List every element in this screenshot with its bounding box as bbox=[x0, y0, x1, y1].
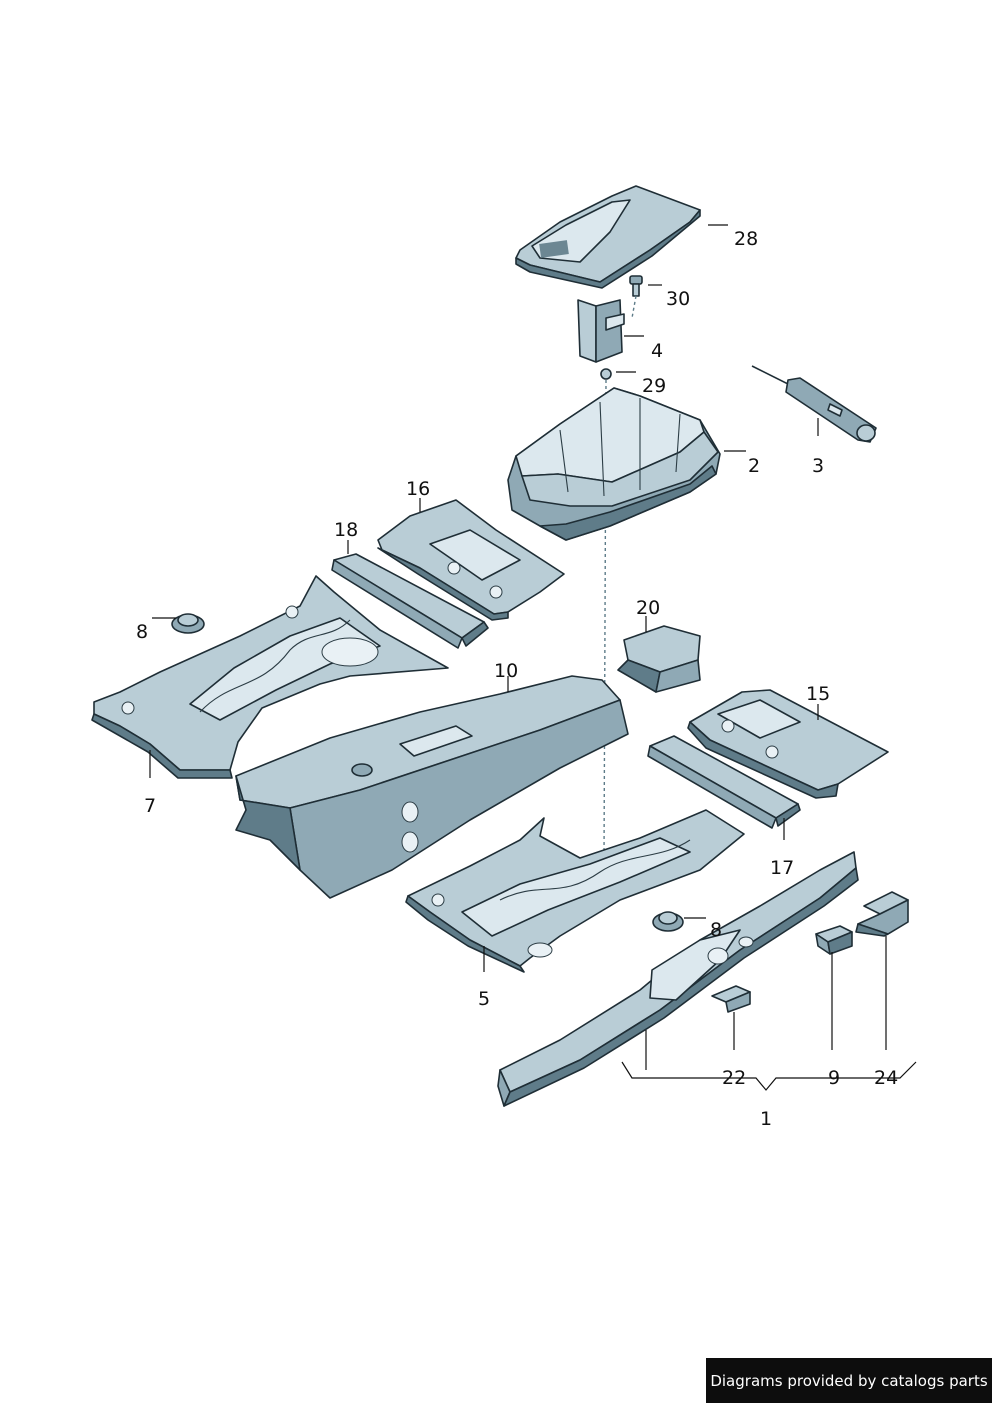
callout-28: 28 bbox=[734, 228, 758, 250]
callout-18: 18 bbox=[334, 519, 358, 541]
part-right-rear-floor-plate[interactable] bbox=[687, 689, 889, 799]
part-right-floor-pan[interactable] bbox=[405, 809, 745, 973]
part-bracket[interactable] bbox=[577, 299, 625, 363]
part-cover-panel[interactable] bbox=[515, 185, 701, 289]
callout-9: 9 bbox=[828, 1067, 840, 1089]
callout-4: 4 bbox=[651, 340, 663, 362]
part-cap-upper[interactable] bbox=[171, 613, 205, 634]
callout-30: 30 bbox=[666, 288, 690, 310]
credit-text: Diagrams provided by catalogs parts bbox=[710, 1371, 988, 1390]
callout-7: 7 bbox=[144, 795, 156, 817]
callout-8-upper: 8 bbox=[136, 621, 148, 643]
callout-24: 24 bbox=[874, 1067, 898, 1089]
part-sill-bracket[interactable] bbox=[815, 925, 853, 955]
callout-10: 10 bbox=[494, 660, 518, 682]
callout-5: 5 bbox=[478, 988, 490, 1010]
callout-2: 2 bbox=[748, 455, 760, 477]
part-bolt[interactable] bbox=[629, 275, 643, 297]
callout-16: 16 bbox=[406, 478, 430, 500]
part-nut[interactable] bbox=[600, 368, 612, 380]
callout-20: 20 bbox=[636, 597, 660, 619]
callout-3: 3 bbox=[812, 455, 824, 477]
part-left-floor-pan[interactable] bbox=[91, 575, 449, 779]
leader-lines bbox=[149, 224, 917, 1091]
part-center-tunnel[interactable] bbox=[235, 675, 629, 899]
part-sill-bracket-small[interactable] bbox=[711, 985, 751, 1013]
callout-8-lower: 8 bbox=[710, 919, 722, 941]
part-tool-tube[interactable] bbox=[751, 365, 877, 443]
callout-15: 15 bbox=[806, 683, 830, 705]
part-right-cross-member[interactable] bbox=[647, 735, 801, 829]
part-rear-cross-member[interactable] bbox=[331, 553, 489, 649]
callout-29: 29 bbox=[642, 375, 666, 397]
part-side-sill-member[interactable] bbox=[497, 851, 859, 1107]
callout-1: 1 bbox=[760, 1108, 772, 1130]
callout-22: 22 bbox=[722, 1067, 746, 1089]
part-end-bracket[interactable] bbox=[855, 891, 909, 937]
part-box-bracket[interactable] bbox=[617, 625, 701, 693]
part-spare-wheel-well[interactable] bbox=[507, 387, 721, 541]
callout-labels: 28 30 4 29 2 3 16 18 20 8 10 15 7 17 8 5… bbox=[136, 228, 898, 1130]
part-cap-lower[interactable] bbox=[652, 911, 684, 932]
callout-17: 17 bbox=[770, 857, 794, 879]
credit-badge: Diagrams provided by catalogs parts bbox=[706, 1358, 992, 1403]
part-rear-floor-plate[interactable] bbox=[377, 499, 565, 621]
